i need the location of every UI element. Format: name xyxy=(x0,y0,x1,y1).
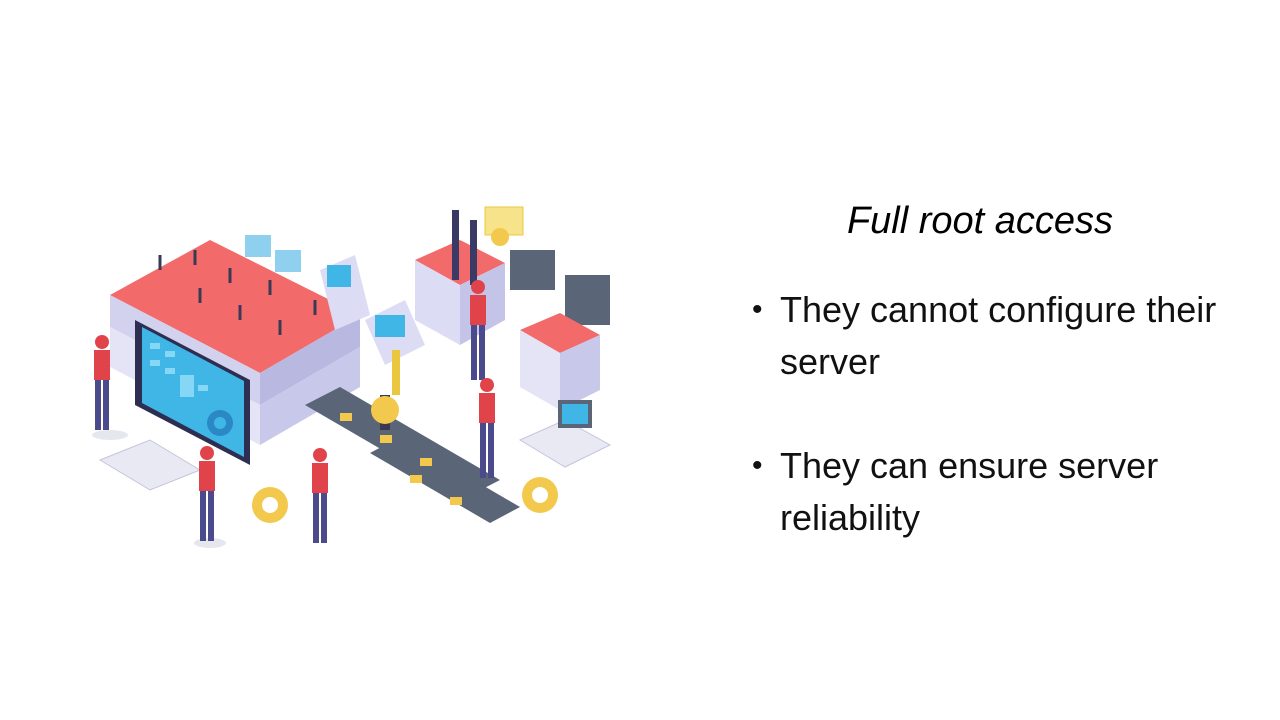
worker-figure xyxy=(94,335,110,430)
gear-icon xyxy=(522,477,558,513)
bullet-text: They cannot configure their server xyxy=(780,289,1217,382)
worker-figure xyxy=(479,378,495,478)
factory-illustration xyxy=(92,206,612,548)
gear-icon xyxy=(252,487,288,523)
panel-icon xyxy=(245,235,271,257)
bullet-dot: • xyxy=(752,293,763,326)
worker-figure xyxy=(199,446,215,541)
bullet-list: • They cannot configure their server • T… xyxy=(752,284,1272,596)
bullet-dot: • xyxy=(752,449,763,482)
monitor-screen xyxy=(135,320,250,465)
worker-figure xyxy=(312,448,328,543)
conveyor-belt xyxy=(305,350,520,523)
bullet-item: • They cannot configure their server xyxy=(752,284,1272,388)
worker-figure xyxy=(470,280,486,380)
bullet-text: They can ensure server reliability xyxy=(780,445,1159,538)
bullet-item: • They can ensure server reliability xyxy=(752,440,1272,544)
slide-heading: Full root access xyxy=(846,200,1114,242)
